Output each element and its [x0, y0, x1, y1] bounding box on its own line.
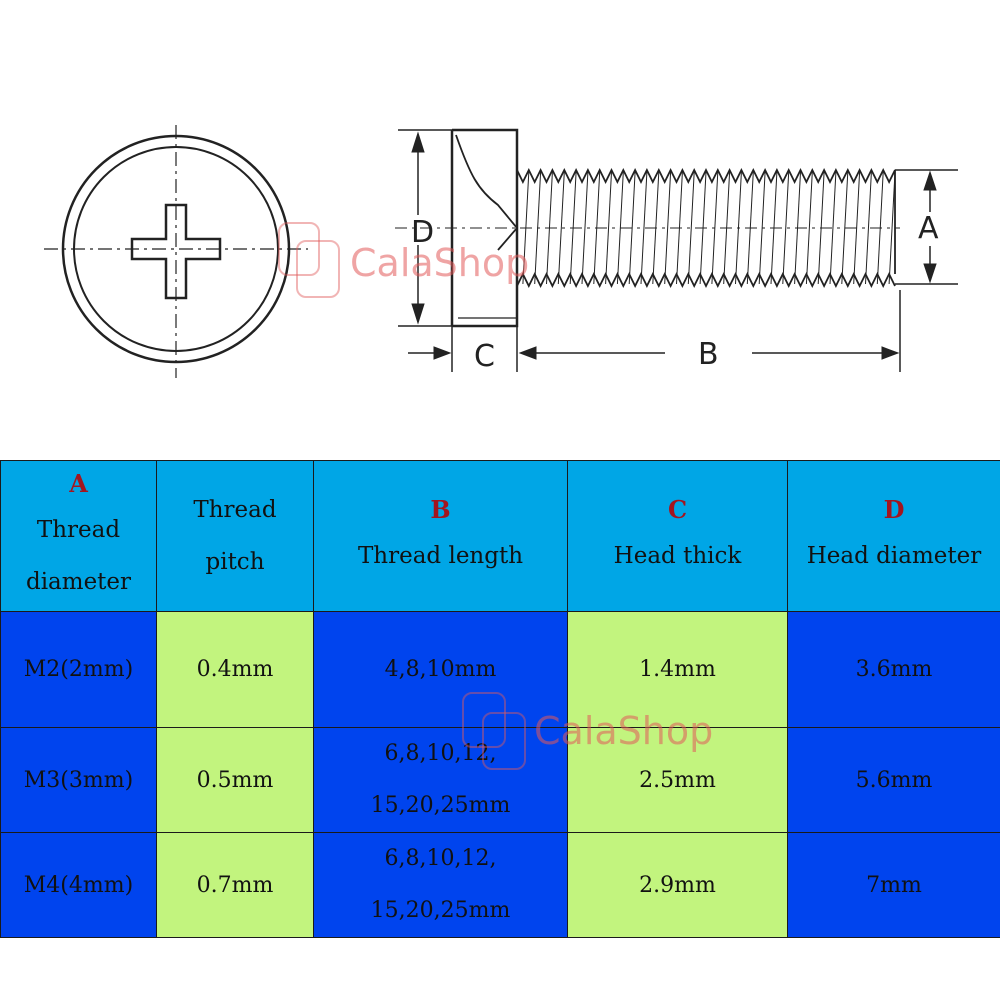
header-thread-length: B Thread length — [313, 460, 568, 612]
header-head-diameter: D Head diameter — [787, 460, 1000, 612]
header-thread-pitch: Thread pitch — [156, 460, 314, 612]
spec-table: A Thread diameter Thread pitch B Thread … — [0, 460, 1000, 938]
thread-profile — [516, 167, 896, 289]
b-arrow-right-icon — [881, 346, 900, 360]
header-letter: B — [430, 495, 451, 524]
thread-crest-line — [664, 171, 672, 285]
screw-side-view — [395, 128, 958, 372]
recess-outline — [455, 134, 519, 251]
thread-crest-line — [829, 171, 837, 285]
header-letter: D — [883, 495, 905, 524]
table-row: M3(3mm) 0.5mm 6,8,10,12, 15,20,25mm 2.5m… — [0, 727, 1000, 833]
a-arrow-down-icon — [923, 263, 937, 284]
screw-drawing: D A C B CalaShop — [0, 0, 1000, 460]
cell-head-thick: 2.9mm — [567, 832, 788, 938]
label-c: C — [474, 339, 495, 374]
thread-crest-line — [888, 171, 896, 285]
label-b: B — [698, 337, 719, 372]
thread-crest-line — [865, 171, 872, 285]
header-label: Thread diameter — [25, 517, 132, 595]
cell-head-diameter: 5.6mm — [787, 727, 1000, 833]
screw-head-profile — [452, 128, 519, 328]
head-top-view — [44, 125, 308, 378]
d-arrow-down-icon — [411, 303, 425, 325]
watermark-logo-icon-3 — [462, 692, 506, 748]
cell-thread-length: 6,8,10,12, 15,20,25mm — [313, 832, 568, 938]
thread-crest-line — [640, 171, 648, 285]
cell-head-thick: 2.5mm — [567, 727, 788, 833]
header-label: Head thick — [613, 543, 742, 569]
d-arrow-up-icon — [411, 131, 425, 153]
thread-crest-line — [628, 171, 636, 285]
thread-crest-line — [782, 171, 790, 285]
table-header-row: A Thread diameter Thread pitch B Thread … — [0, 460, 1000, 612]
cell-head-thick: 1.4mm — [567, 611, 788, 728]
watermark-text-table: CalaShop — [534, 709, 714, 753]
phillips-cross-icon — [130, 203, 222, 300]
c-arrow-right-icon — [433, 346, 452, 360]
header-thread-diameter: A Thread diameter — [0, 460, 157, 612]
screw-diagram-svg — [44, 125, 958, 378]
cell-thread-diameter: M4(4mm) — [0, 832, 157, 938]
cell-head-diameter: 7mm — [787, 832, 1000, 938]
watermark-logo-icon-4 — [482, 712, 526, 770]
header-letter: C — [667, 495, 688, 524]
header-label: Thread pitch — [193, 497, 277, 575]
header-label: Head diameter — [806, 543, 982, 569]
watermark-logo-icon — [278, 222, 320, 276]
thread-crest-line — [557, 171, 565, 285]
cell-thread-length: 6,8,10,12, 15,20,25mm — [313, 727, 568, 833]
header-head-thick: C Head thick — [567, 460, 788, 612]
thread-crest-line — [805, 171, 813, 285]
table-row: M4(4mm) 0.7mm 6,8,10,12, 15,20,25mm 2.9m… — [0, 832, 1000, 938]
cell-thread-pitch: 0.7mm — [156, 832, 314, 938]
thread-crest-line — [687, 171, 695, 285]
header-label: Thread length — [357, 543, 524, 569]
cell-thread-pitch: 0.5mm — [156, 727, 314, 833]
cell-thread-pitch: 0.4mm — [156, 611, 314, 728]
label-a: A — [918, 211, 939, 246]
label-d: D — [411, 215, 435, 250]
thread-crest-line — [581, 171, 589, 285]
cell-thread-length: 4,8,10mm — [313, 611, 568, 728]
watermark-logo-icon-2 — [296, 240, 340, 298]
thread-crest-line — [841, 171, 849, 285]
thread-crest-line — [605, 171, 612, 285]
header-letter: A — [69, 469, 88, 498]
b-arrow-left-icon — [518, 346, 537, 360]
head-outer-circle — [61, 134, 291, 364]
cell-thread-diameter: M3(3mm) — [0, 727, 157, 833]
watermark-text: CalaShop — [350, 241, 530, 285]
table-row: M2(2mm) 0.4mm 4,8,10mm 1.4mm 3.6mm — [0, 611, 1000, 728]
cell-thread-diameter: M2(2mm) — [0, 611, 157, 728]
cell-head-diameter: 3.6mm — [787, 611, 1000, 728]
a-arrow-up-icon — [923, 170, 937, 191]
